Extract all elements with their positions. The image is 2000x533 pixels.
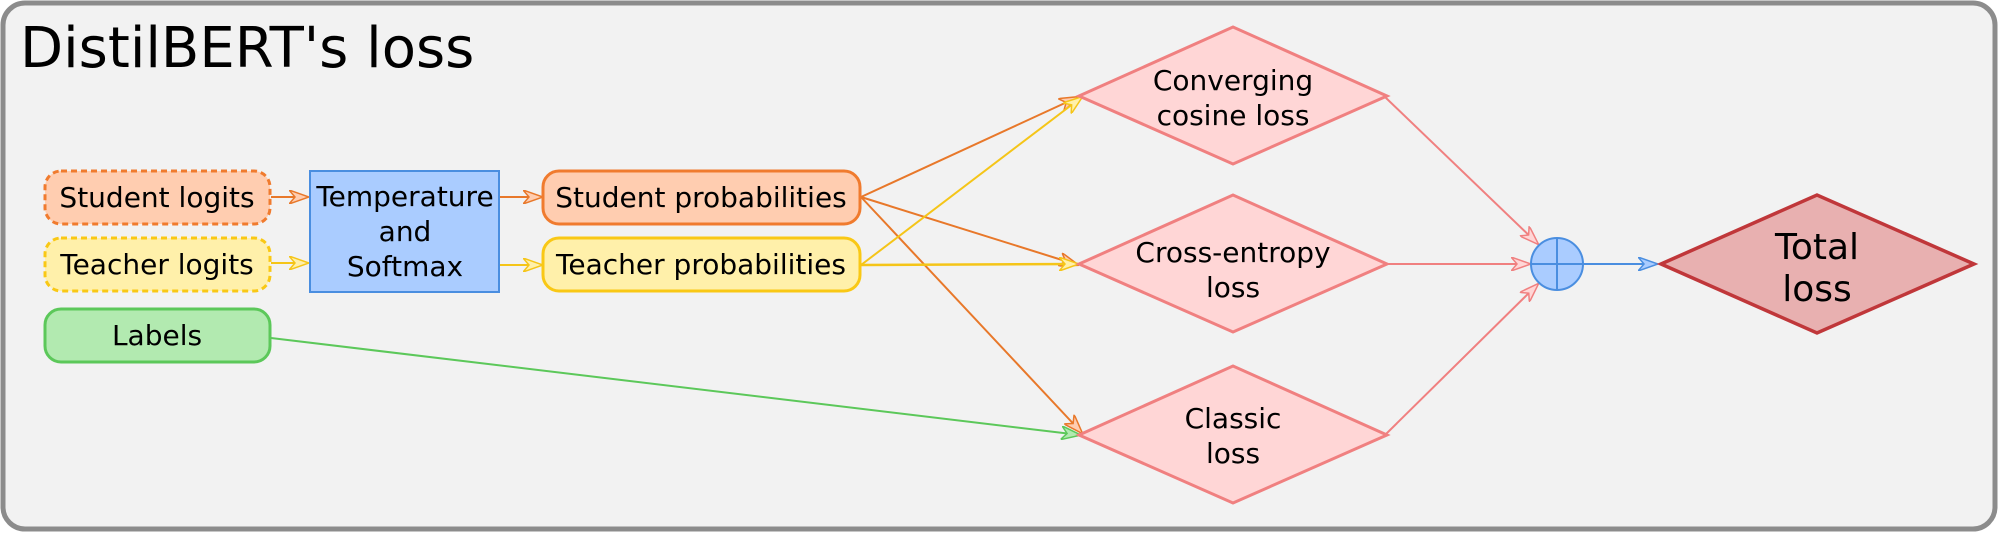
node-teacher-probabilities[interactable]: Teacher probabilities — [541, 236, 862, 293]
node-student-probabilities[interactable]: Student probabilities — [541, 169, 862, 226]
edge-teacher-probs-to-ce — [860, 264, 1078, 265]
diagram-title: DistilBERT's loss — [20, 16, 474, 81]
node-cosine-loss-line-1: Converging — [1153, 64, 1313, 97]
node-temperature-softmax-line-1: Temperature — [315, 180, 493, 213]
node-teacher-logits[interactable]: Teacher logits — [43, 236, 272, 293]
edge-student-probs-to-cosine — [860, 97, 1078, 198]
node-total-loss[interactable]: Total loss — [1656, 193, 1979, 335]
node-temperature-softmax[interactable]: Temperature and Softmax — [309, 170, 500, 293]
node-total-loss-line-2: loss — [1782, 269, 1852, 310]
node-classic-loss[interactable]: Classic loss — [1075, 364, 1391, 505]
edge-student-probs-to-ce — [860, 196, 1078, 265]
node-student-logits[interactable]: Student logits — [43, 169, 272, 226]
node-cross-entropy-loss-line-1: Cross-entropy — [1135, 236, 1330, 269]
node-total-loss-line-1: Total — [1774, 227, 1859, 268]
edge-classic-to-sum — [1384, 284, 1538, 436]
node-cosine-loss[interactable]: Converging cosine loss — [1075, 25, 1391, 166]
node-labels-label: Labels — [112, 319, 202, 352]
node-teacher-logits-label: Teacher logits — [59, 248, 254, 281]
node-cosine-loss-line-2: cosine loss — [1157, 99, 1310, 132]
node-student-logits-label: Student logits — [59, 181, 254, 214]
node-temperature-softmax-line-2: and — [379, 215, 432, 248]
edges — [270, 96, 1657, 436]
node-cross-entropy-loss[interactable]: Cross-entropy loss — [1075, 193, 1391, 334]
node-cross-entropy-loss-line-2: loss — [1206, 271, 1260, 304]
node-labels[interactable]: Labels — [43, 307, 272, 364]
edge-teacher-probs-to-cosine — [860, 97, 1082, 266]
node-classic-loss-line-1: Classic — [1185, 402, 1282, 435]
edge-cosine-to-sum — [1384, 96, 1538, 244]
node-teacher-probabilities-label: Teacher probabilities — [555, 248, 846, 281]
node-student-probabilities-label: Student probabilities — [555, 181, 847, 214]
node-sum[interactable] — [1530, 237, 1584, 291]
edge-labels-to-classic — [270, 337, 1080, 435]
node-classic-loss-line-2: loss — [1206, 437, 1260, 470]
node-temperature-softmax-line-3: Softmax — [347, 250, 463, 283]
